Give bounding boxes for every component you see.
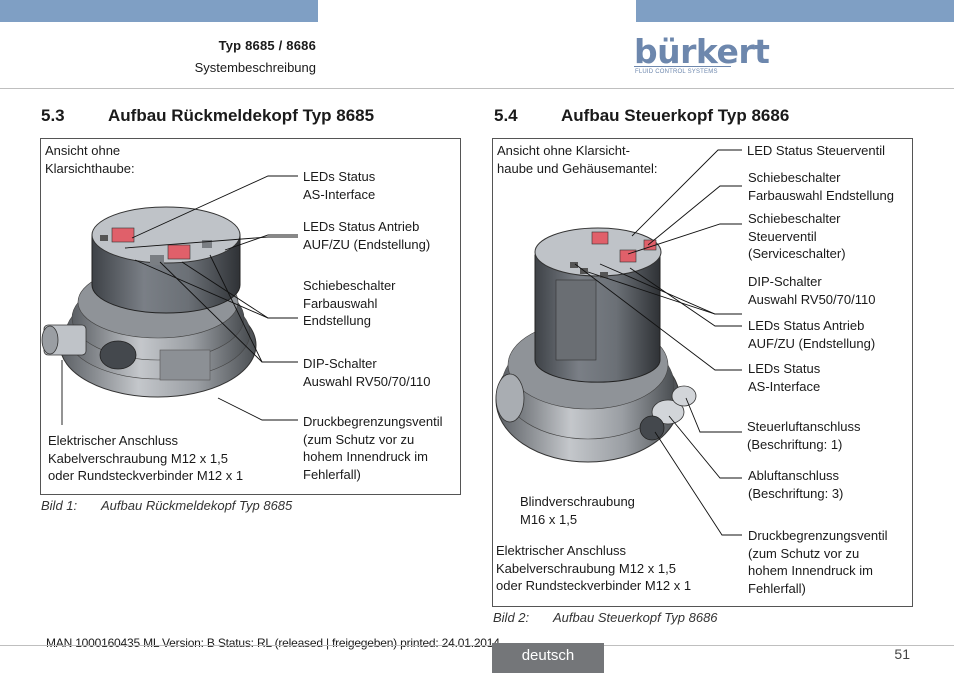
burkert-logo: bürkert FLUID CONTROL SYSTEMS	[634, 32, 770, 80]
logo-wordmark: bürkert	[634, 32, 770, 71]
section-title: Aufbau Rückmeldekopf Typ 8685	[108, 106, 375, 125]
view-label-8685: Ansicht ohne Klarsichthaube:	[45, 143, 135, 176]
callout-leds-antrieb: LEDs Status Antrieb AUF/ZU (Endstellung)	[303, 219, 431, 252]
leader-lines-8686	[574, 149, 742, 536]
section-number: 5.4	[494, 106, 518, 125]
footer-divider	[0, 645, 954, 646]
view-label-8686: Ansicht ohne Klarsicht- haube und Gehäus…	[497, 143, 658, 176]
callout-elektrischer-anschluss: Elektrischer Anschluss Kabelverschraubun…	[48, 433, 244, 483]
callout-druckbegrenzungsventil: Druckbegrenzungsventil (zum Schutz vor z…	[303, 414, 443, 482]
header-bar-left	[0, 0, 318, 22]
callout-druckbegrenzungsventil: Druckbegrenzungsventil (zum Schutz vor z…	[748, 528, 888, 596]
figure-frame-8685	[40, 138, 461, 495]
callout-elektrischer-anschluss: Elektrischer Anschluss Kabelverschraubun…	[496, 543, 692, 593]
logo-rule	[634, 66, 731, 67]
callout-blindverschraubung: Blindverschraubung M16 x 1,5	[520, 494, 635, 527]
callout-leds-status: LEDs Status AS-Interface	[748, 361, 821, 394]
device-8686-drawing	[495, 227, 697, 463]
caption-bild-1: Bild 1: Aufbau Rückmeldekopf Typ 8685	[41, 498, 293, 513]
device-8685-drawing	[41, 206, 257, 398]
document-subtitle: Systembeschreibung	[194, 60, 316, 75]
page-number: 51	[894, 646, 910, 662]
footer-document-info: MAN 1000160435 ML Version: B Status: RL …	[46, 636, 500, 650]
figure-frame-8686	[492, 138, 913, 607]
section-title: Aufbau Steuerkopf Typ 8686	[561, 106, 790, 125]
document-title: Typ 8685 / 8686	[218, 38, 316, 53]
header-divider	[0, 88, 954, 89]
caption-bild-2: Bild 2: Aufbau Steuerkopf Typ 8686	[493, 610, 718, 625]
leader-lines-8685	[61, 175, 298, 425]
callout-schiebeschalter: Schiebeschalter Farbauswahl Endstellung	[303, 278, 396, 328]
callout-leds-antrieb: LEDs Status Antrieb AUF/ZU (Endstellung)	[748, 318, 876, 351]
language-tab: deutsch	[492, 643, 604, 673]
callout-led-steuerventil: LED Status Steuerventil	[747, 143, 886, 158]
callout-steuerluftanschluss: Steuerluftanschluss (Beschriftung: 1)	[747, 419, 861, 452]
callout-leds-status: LEDs Status AS-Interface	[303, 169, 376, 202]
section-number: 5.3	[41, 106, 65, 125]
callout-schiebe-farbauswahl: Schiebeschalter Farbauswahl Endstellung	[748, 170, 894, 203]
callout-schiebe-steuerventil: Schiebeschalter Steuerventil (Servicesch…	[748, 211, 846, 261]
callout-dip-schalter: DIP-Schalter Auswahl RV50/70/110	[303, 356, 431, 389]
logo-tagline: FLUID CONTROL SYSTEMS	[635, 69, 718, 75]
header-bar-right	[636, 0, 954, 22]
callout-dip-schalter: DIP-Schalter Auswahl RV50/70/110	[748, 274, 876, 307]
callout-abluftanschluss: Abluftanschluss (Beschriftung: 3)	[748, 468, 844, 501]
